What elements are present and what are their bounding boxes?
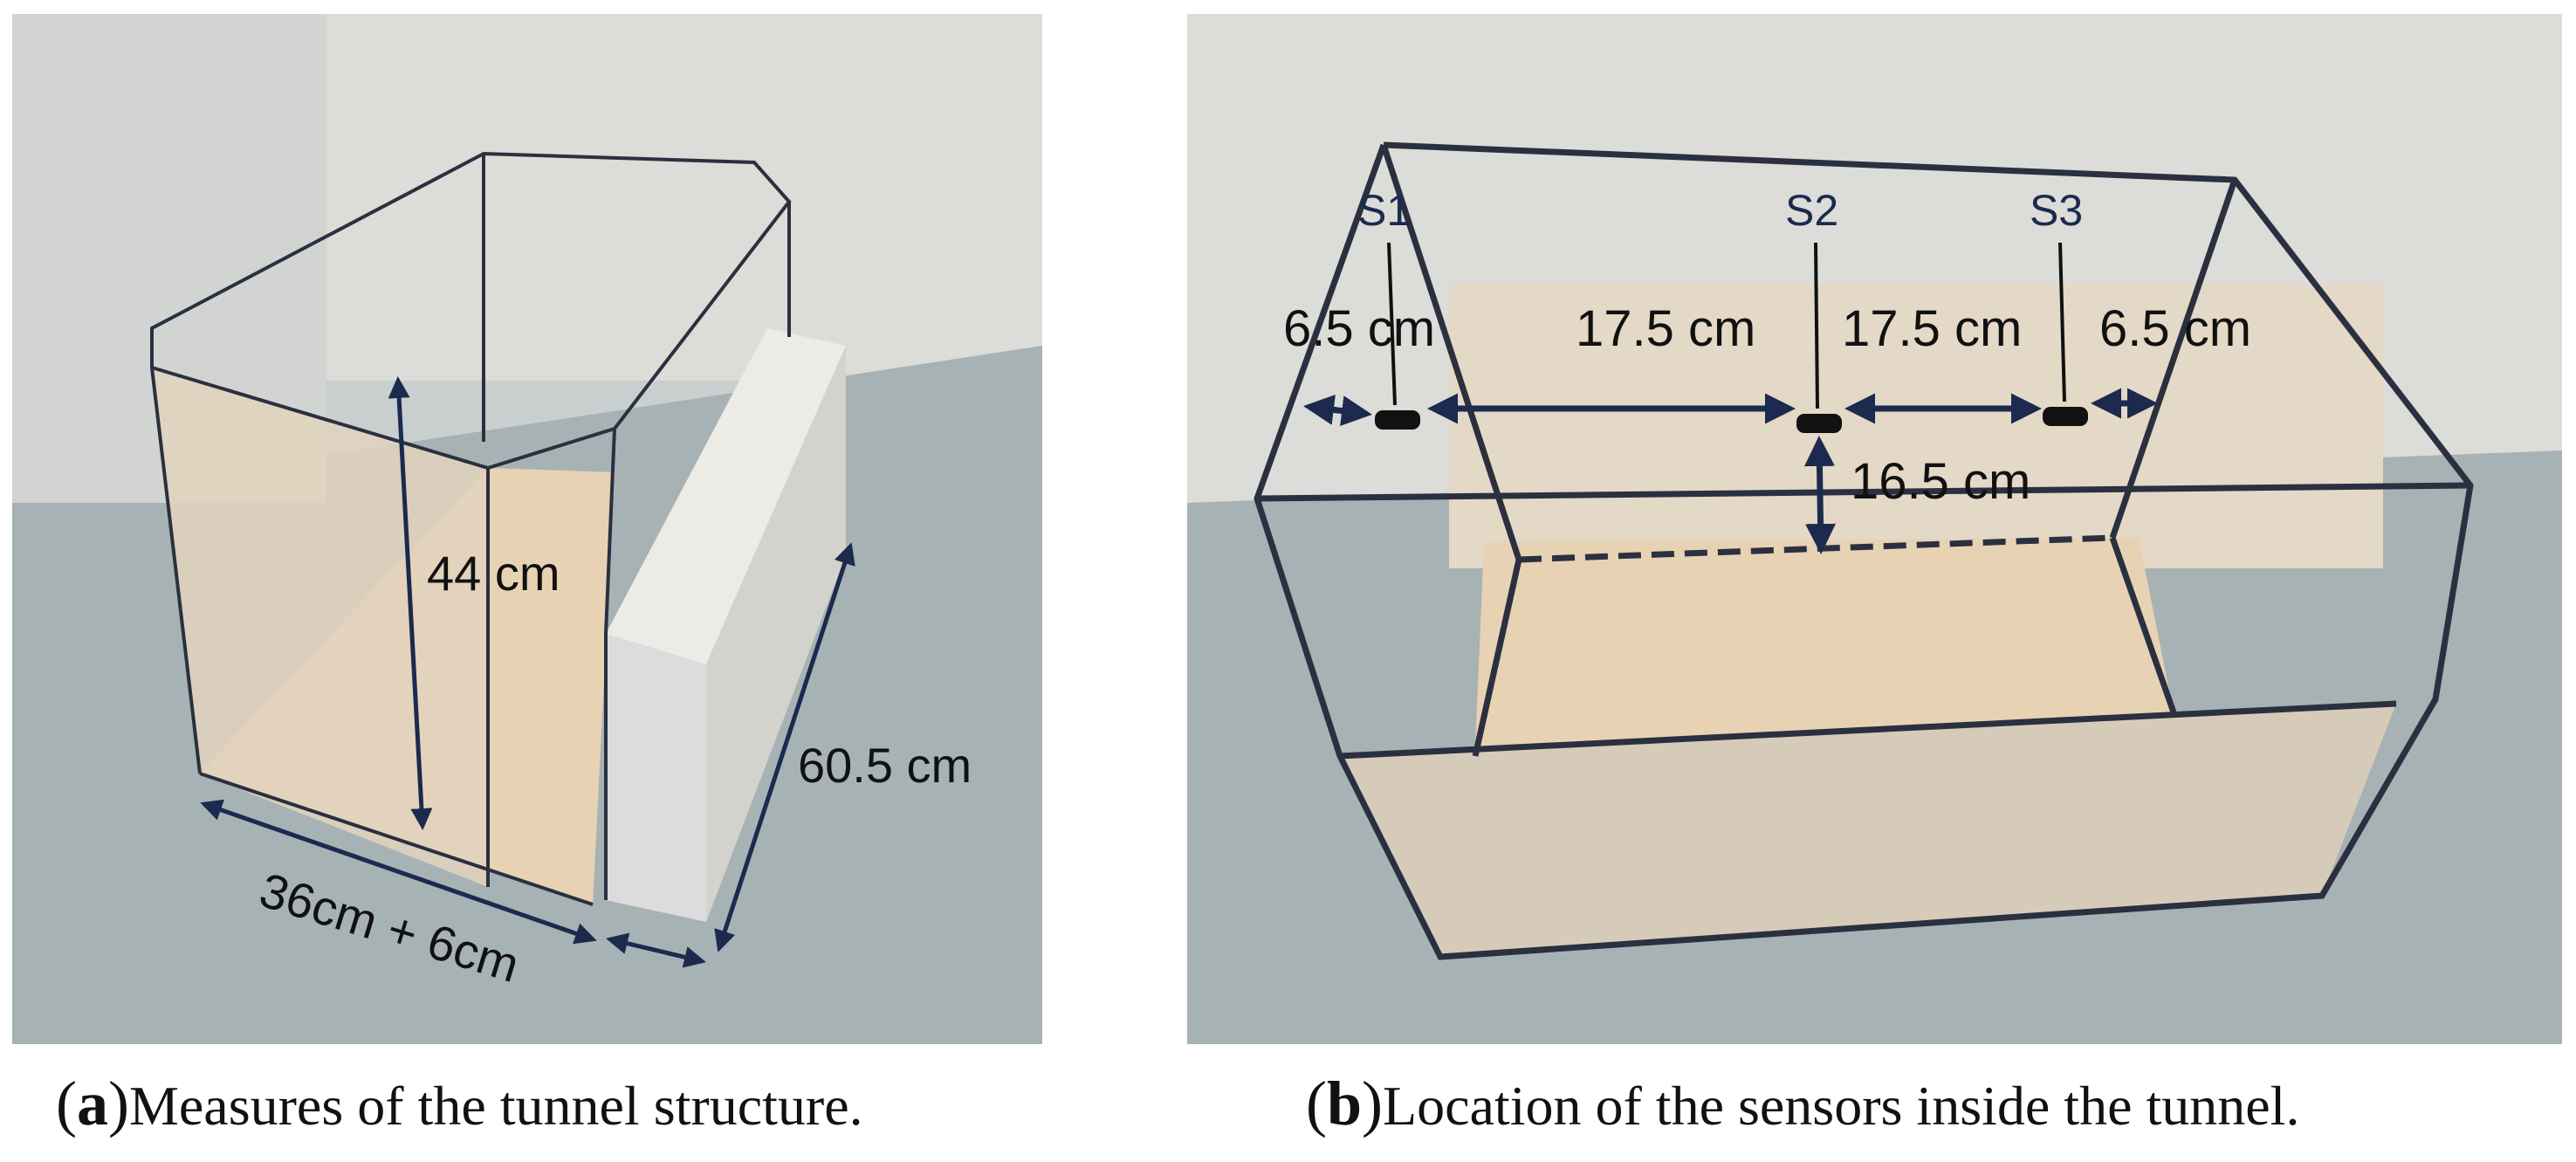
caption-b-text: Location of the sensors inside the tunne… [1383,1075,2300,1137]
spacing-left-label: 6.5 cm [1283,300,1435,357]
tunnel-back-panel [1449,285,2383,568]
height-label: 16.5 cm [1851,453,2030,510]
caption-a-letter: a [76,1069,108,1138]
spacing-mid-left-label: 17.5 cm [1576,300,1755,357]
sensor-s3-label: S3 [2030,186,2083,235]
depth-label: 60.5 cm [798,738,972,793]
sensor-s2-label: S2 [1785,186,1838,235]
acrylic-outline [1254,141,2474,960]
sensor-s2-pointer [1814,242,1819,409]
sensor-s1-label: S1 [1357,186,1411,235]
tunnel-front-panel [1340,704,2396,957]
height-label: 44 cm [427,546,560,601]
photo-tunnel-structure: 44 cm 60.5 cm 36cm + 6cm [12,14,1042,1044]
spacing-right-label: 6.5 cm [2099,300,2251,357]
tunnel-floor [1475,538,2174,747]
sensor-locations-figure: S1 S2 S3 6.5 cm 17.5 cm 17.5 cm 6.5 cm 1… [1187,14,2562,1044]
side-box-top [606,328,846,664]
caption-a: (a)Measures of the tunnel structure. [56,1069,863,1138]
caption-a-text: Measures of the tunnel structure. [128,1075,863,1137]
height-arrow [1803,436,1837,554]
depth-arrow [714,542,855,952]
sensor-s1-marker [1375,410,1420,430]
sensor-s2-marker [1796,414,1842,433]
tunnel-structure-figure: 44 cm 60.5 cm 36cm + 6cm [12,14,1042,1044]
spacing-left-arrow [1303,395,1372,426]
side-box-front [606,634,706,922]
sensor-s1-pointer [1387,242,1397,406]
height-arrow [388,376,433,830]
photo-sensor-locations: S1 S2 S3 6.5 cm 17.5 cm 17.5 cm 6.5 cm 1… [1187,14,2562,1044]
caption-b: (b)Location of the sensors inside the tu… [1306,1069,2300,1138]
spacing-mid-right-label: 17.5 cm [1842,300,2022,357]
sensor-s3-marker [2043,407,2088,426]
sensor-s3-pointer [2058,242,2066,402]
width-extra-arrow [606,932,706,968]
caption-b-letter: b [1326,1069,1363,1138]
width-arrow [200,799,597,945]
